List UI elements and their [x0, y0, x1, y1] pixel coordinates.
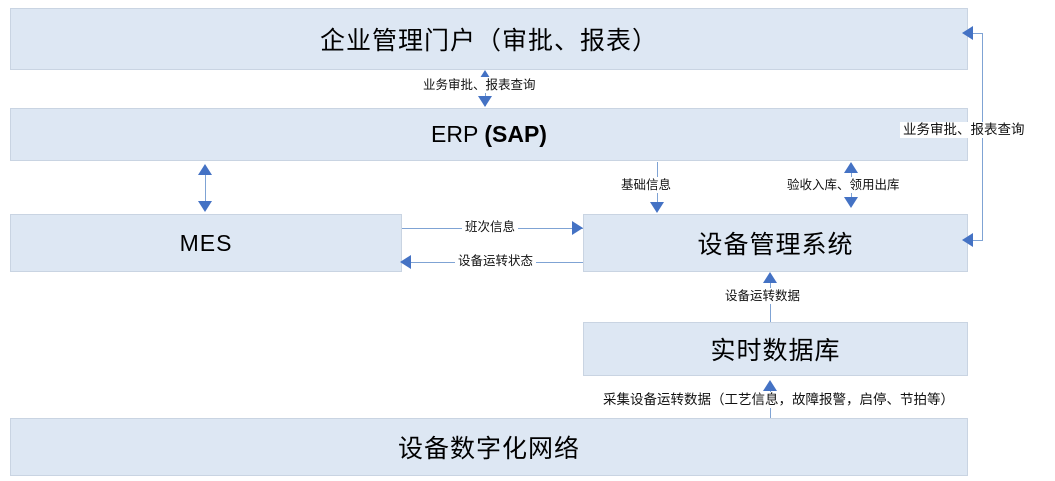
node-enterprise-portal-label: 企业管理门户（审批、报表） — [319, 27, 658, 55]
edge-network-db-arrowhead — [763, 380, 777, 391]
edge-right-return-label: 业务审批、报表查询 — [900, 122, 1028, 138]
edge-equipment-mes-label: 设备运转状态 — [455, 253, 537, 269]
edge-erp-mes-arrowhead-up — [198, 164, 212, 175]
node-realtime-database[interactable]: 实时数据库 — [583, 322, 968, 376]
edge-erp-equipment-stock-arrowhead-up — [844, 162, 858, 173]
edge-erp-equipment-stock-label: 验收入库、领用出库 — [784, 177, 903, 193]
node-mes-label: MES — [179, 229, 233, 256]
edge-right-return-bottom-stub — [970, 240, 983, 241]
edge-erp-mes-arrowhead-down — [198, 201, 212, 212]
edge-erp-equipment-stock-arrowhead-down — [844, 197, 858, 208]
edge-erp-equipment-basic-label: 基础信息 — [618, 177, 675, 193]
edge-portal-erp-arrowhead-down — [478, 96, 492, 107]
node-mes[interactable]: MES — [10, 214, 402, 272]
node-equipment-management-system[interactable]: 设备管理系统 — [583, 214, 968, 272]
edge-portal-erp-arrowhead-up — [478, 70, 492, 81]
edge-mes-equipment-arrowhead — [572, 221, 583, 235]
node-erp[interactable]: ERP (SAP) — [10, 108, 968, 161]
edge-portal-erp-label: 业务审批、报表查询 — [420, 77, 539, 93]
edge-equipment-mes-arrowhead — [400, 255, 411, 269]
node-erp-label-sap: (SAP) — [484, 121, 547, 147]
edge-mes-equipment-label: 班次信息 — [462, 219, 519, 235]
node-erp-label-plain: ERP — [431, 121, 485, 147]
edge-network-db-label: 采集设备运转数据（工艺信息，故障报警，启停、节拍等） — [600, 392, 957, 408]
edge-right-return-arrowhead-portal — [962, 26, 973, 40]
edge-erp-equipment-basic-arrowhead — [650, 202, 664, 213]
node-equipment-management-system-label: 设备管理系统 — [697, 231, 854, 259]
edge-right-return-top-stub — [970, 33, 983, 34]
node-realtime-database-label: 实时数据库 — [710, 337, 841, 365]
node-equipment-digital-network[interactable]: 设备数字化网络 — [10, 418, 968, 476]
edge-db-equipment-arrowhead — [763, 272, 777, 283]
node-enterprise-portal[interactable]: 企业管理门户（审批、报表） — [10, 8, 968, 70]
node-erp-label: ERP (SAP) — [431, 121, 547, 148]
node-equipment-digital-network-label: 设备数字化网络 — [397, 435, 580, 463]
edge-erp-mes-line — [205, 168, 206, 210]
edge-right-return-arrowhead-equipment — [962, 233, 973, 247]
edge-db-equipment-label: 设备运转数据 — [722, 288, 804, 304]
